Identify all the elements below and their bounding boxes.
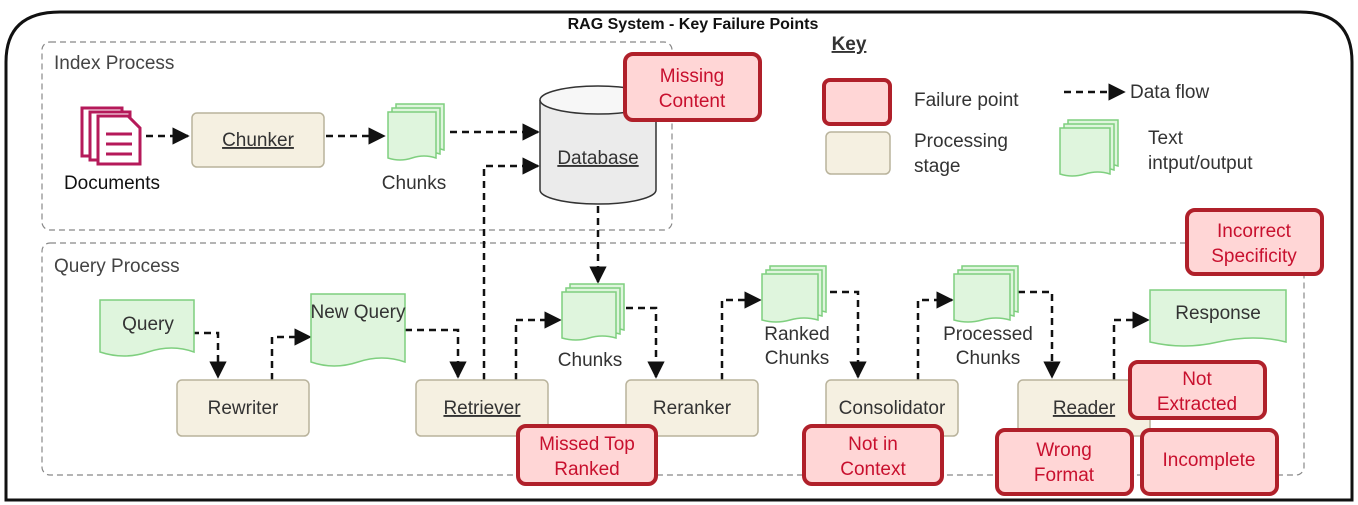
failure-not-in-context: Not in Context [802, 424, 944, 486]
failure-incorrect-specificity-label-line-1: Incorrect [1217, 221, 1292, 242]
chunker-stage: Chunker [191, 112, 325, 168]
failure-not-extracted-label-line-2: Extracted [1157, 394, 1237, 415]
key-processing-swatch [825, 131, 891, 175]
query-process-label: Query Process [54, 256, 180, 277]
flow-ranked-to-consolidator [830, 290, 867, 379]
reader-label: Reader [1053, 398, 1116, 419]
failure-missing-content-label-line-2: Content [659, 91, 726, 112]
response-doc [1149, 289, 1287, 347]
key-data-flow-label: Data flow [1130, 82, 1209, 103]
key-text-io-icon [1059, 119, 1119, 177]
reranker-stage: Reranker [625, 379, 759, 437]
rewriter-label: Rewriter [208, 398, 279, 419]
flow-reranker-to-ranked [720, 291, 762, 380]
failure-not-in-context-label-line-2: Context [840, 459, 906, 480]
processed-chunks-label-line-2: Chunks [956, 348, 1020, 369]
processed-chunks-label-line-1: Processed [943, 324, 1033, 345]
key-failure-swatch [822, 78, 892, 126]
failure-missed-top-ranked-label-line-1: Missed Top [539, 434, 635, 455]
key-text-io-label-line-1: Text [1148, 128, 1184, 149]
key-failure-label: Failure point [914, 90, 1019, 111]
flow-newquery-to-retriever [405, 328, 467, 379]
flow-retriever-to-database [482, 157, 540, 380]
key-text-io-label-line-2: intput/output [1148, 153, 1253, 174]
failure-missing-content-label-line-1: Missing [660, 66, 724, 87]
flow-query-to-rewriter [192, 331, 227, 379]
flow-rewriter-to-newquery [270, 328, 312, 380]
chunks-icon-index [387, 103, 445, 161]
consolidator-label: Consolidator [839, 398, 946, 419]
query-doc [99, 299, 195, 357]
diagram-title: RAG System - Key Failure Points [568, 16, 819, 33]
outer-frame [4, 10, 1354, 502]
ranked-chunks-label-line-2: Chunks [765, 348, 829, 369]
failure-incomplete-label: Incomplete [1163, 450, 1256, 471]
key-title: Key [832, 34, 867, 55]
failure-wrong-format-label-line-1: Wrong [1036, 440, 1092, 461]
retriever-label: Retriever [443, 398, 521, 419]
new-query-label: New Query [310, 302, 406, 323]
reader-stage: Reader [1017, 379, 1151, 437]
query-process-section [41, 242, 1305, 476]
chunks-label-index: Chunks [382, 173, 446, 194]
ranked-chunks-label-line-1: Ranked [764, 324, 830, 345]
consolidator-stage: Consolidator [825, 379, 959, 437]
key-processing-label-line-2: stage [914, 156, 960, 177]
flow-retriever-to-chunks [514, 311, 562, 380]
chunks-icon-query [561, 283, 625, 341]
ranked-chunks-icon [761, 265, 827, 323]
failure-not-extracted-label-line-1: Not [1182, 369, 1212, 390]
response-label: Response [1175, 303, 1261, 324]
failure-incomplete: Incomplete [1140, 428, 1279, 496]
query-label: Query [122, 314, 174, 335]
chunker-label: Chunker [222, 130, 294, 151]
documents-label: Documents [64, 173, 160, 194]
index-process-section [41, 41, 673, 231]
flow-chunks-to-reranker [626, 306, 665, 379]
documents-icon [80, 106, 142, 166]
rewriter-stage: Rewriter [176, 379, 310, 437]
new-query-doc [310, 293, 406, 367]
key-processing-label: Processing stage [914, 131, 1008, 177]
index-process-label: Index Process [54, 53, 174, 74]
failure-wrong-format-label-line-2: Format [1034, 465, 1095, 486]
reranker-label: Reranker [653, 398, 732, 419]
processed-chunks-icon [953, 265, 1019, 323]
failure-not-in-context-label: Not in Context [840, 434, 906, 480]
retriever-stage: Retriever [415, 379, 549, 437]
failure-not-in-context-label-line-1: Not in [848, 434, 898, 455]
flow-reader-to-response [1112, 311, 1150, 380]
new-query-label-text: New Query [310, 302, 406, 323]
database-label: Database [557, 148, 638, 169]
key-text-io-label: Text intput/output [1148, 128, 1253, 174]
failure-incorrect-specificity-label-line-2: Specificity [1211, 246, 1297, 267]
flow-consolidator-to-processed [916, 291, 954, 380]
chunks-label-query: Chunks [558, 350, 622, 371]
failure-missed-top-ranked-label-line-2: Ranked [554, 459, 620, 480]
key-processing-label-line-1: Processing [914, 131, 1008, 152]
flow-processed-to-reader [1018, 290, 1061, 379]
